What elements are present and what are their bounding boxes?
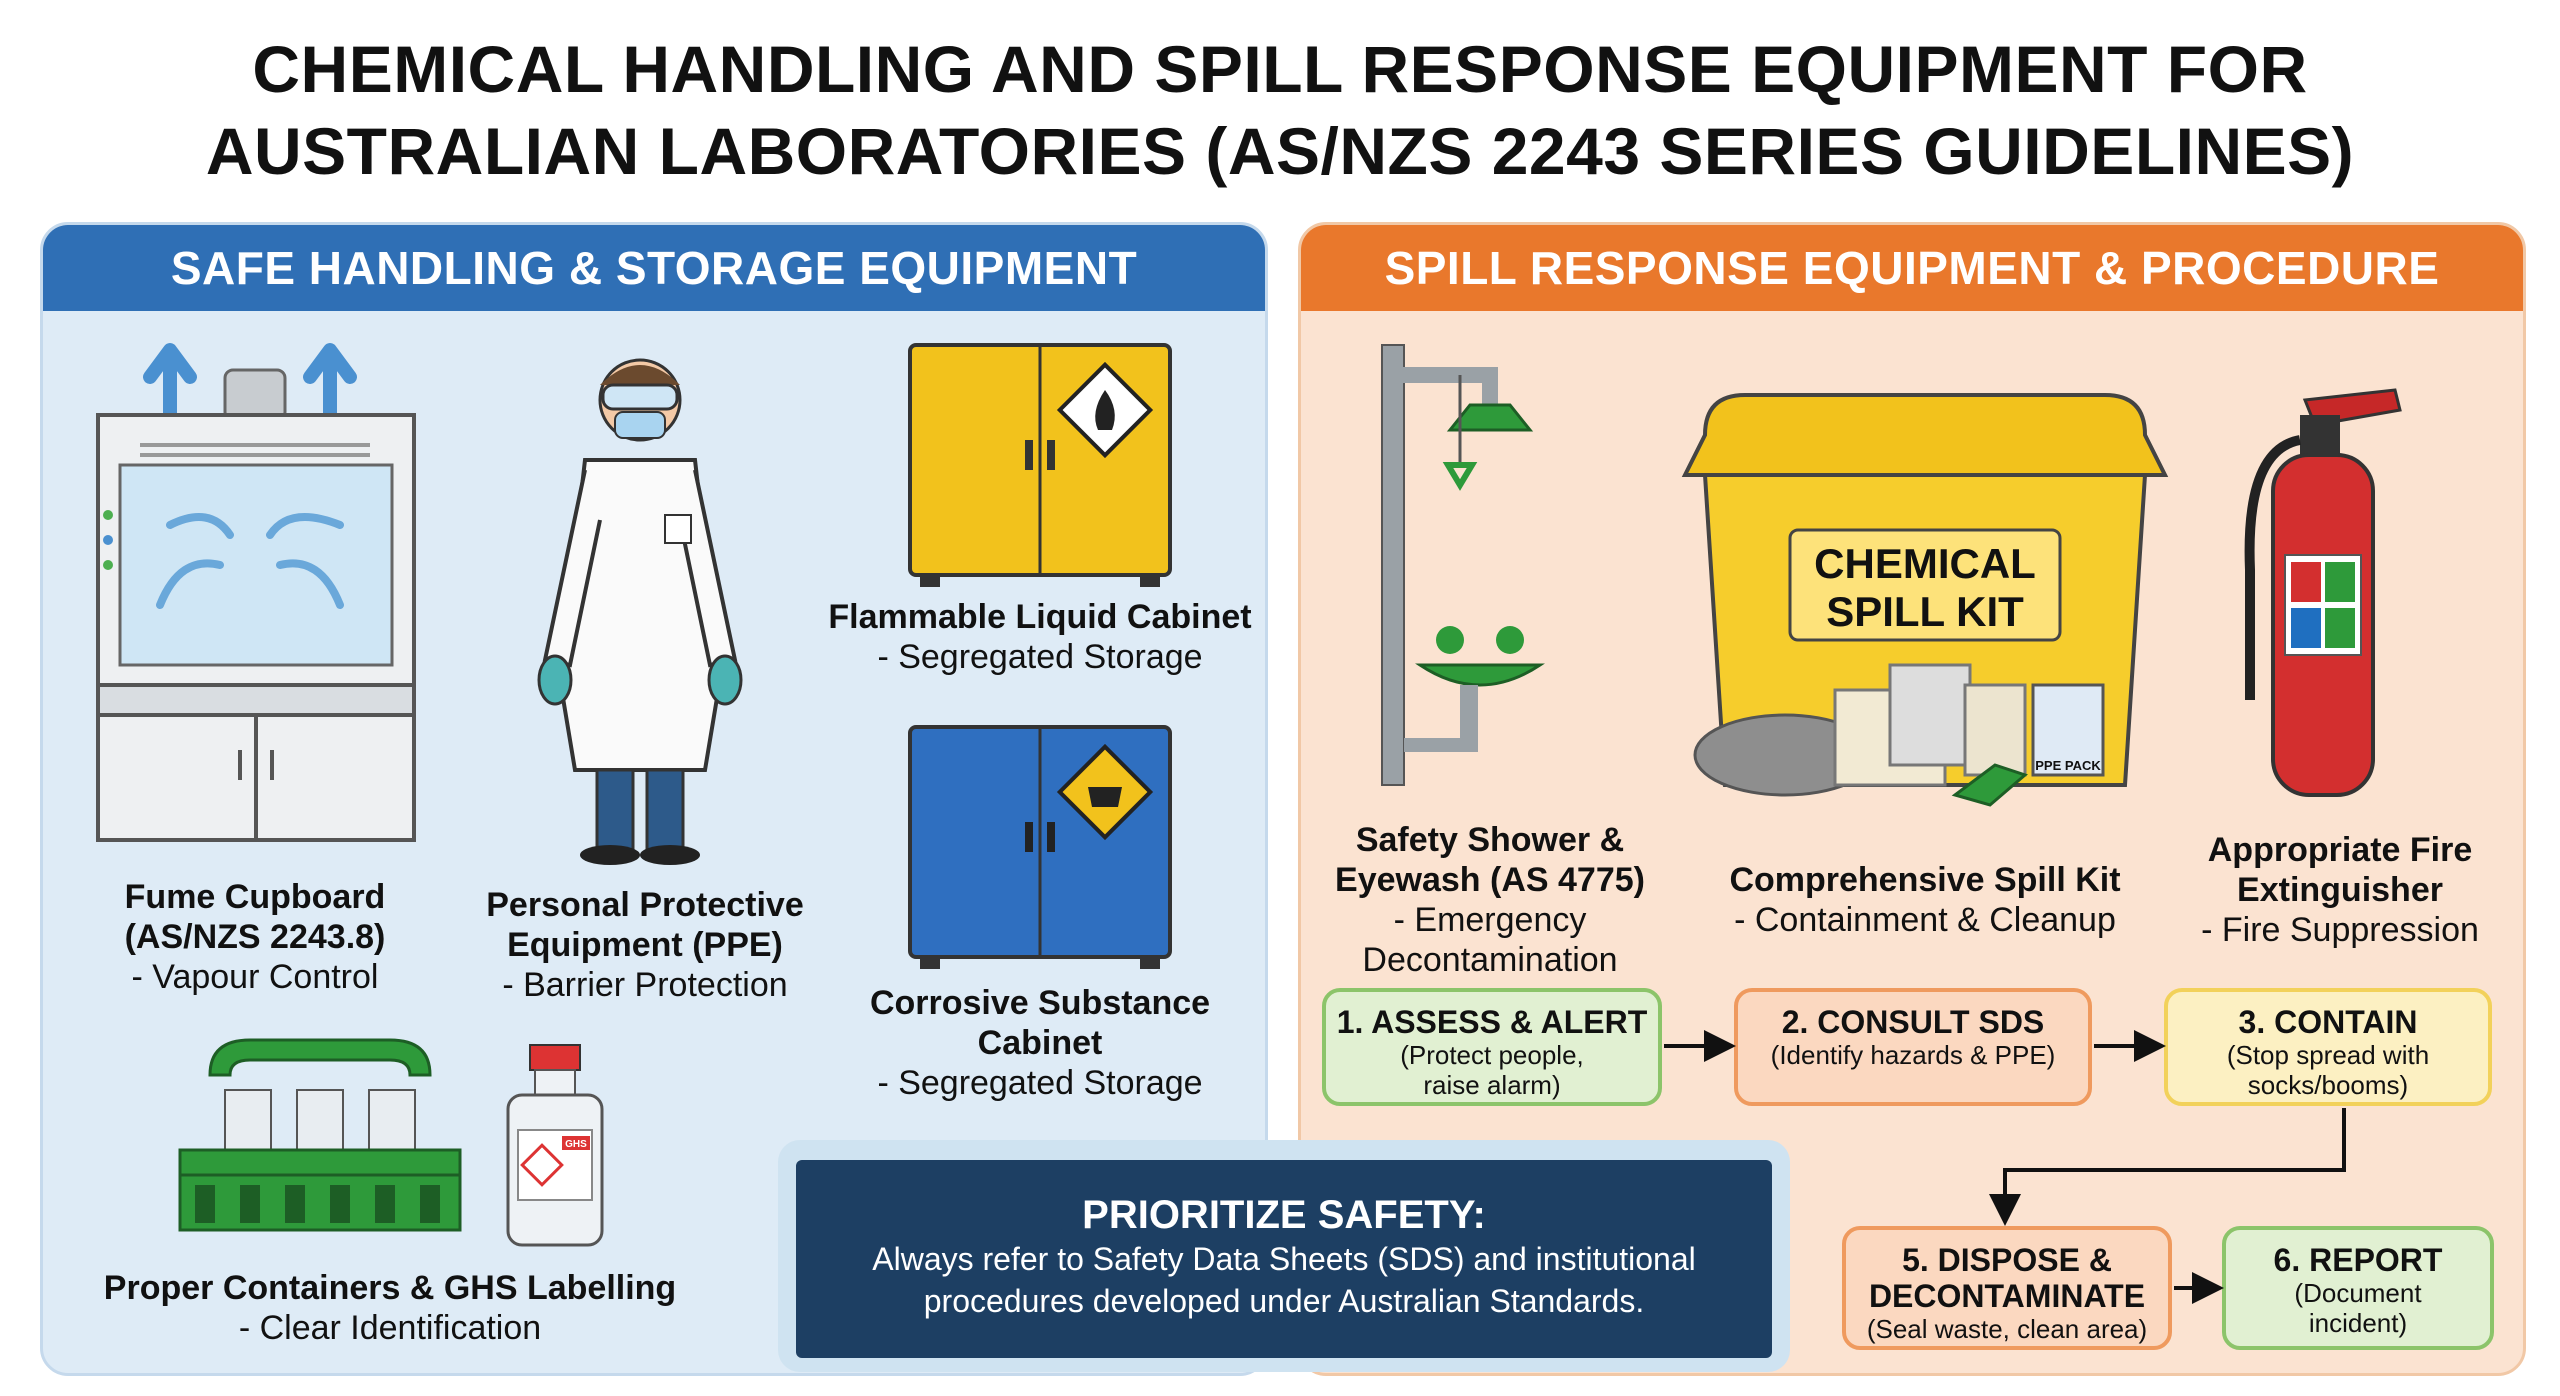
step-6-sub-2: incident) [2308, 1308, 2408, 1338]
left-panel-title: SAFE HANDLING & STORAGE EQUIPMENT [43, 225, 1265, 311]
fume-cupboard-name-2: (AS/NZS 2243.8) [124, 918, 386, 956]
step-2-sub-1: (Identify hazards & PPE) [1770, 1040, 2056, 1070]
fire-extinguisher-desc: - Fire Suppression [2201, 911, 2479, 949]
flammable-cabinet-label: Flammable Liquid Cabinet - Segregated St… [800, 597, 1280, 677]
step-6-sub-1: (Document [2294, 1278, 2422, 1308]
fire-extinguisher-name-1: Appropriate Fire [2207, 831, 2473, 869]
main-title-line-1: CHEMICAL HANDLING AND SPILL RESPONSE EQU… [252, 32, 2308, 106]
step-6-title: 6. REPORT [2273, 1242, 2443, 1278]
right-panel-title: SPILL RESPONSE EQUIPMENT & PROCEDURE [1301, 225, 2523, 311]
safety-shower-desc-2: Decontamination [1362, 941, 1618, 979]
ppe-name-2: Equipment (PPE) [507, 926, 783, 964]
spill-kit-bin-label-1: CHEMICAL [1814, 540, 2036, 587]
corrosive-cabinet-name-2: Cabinet [977, 1024, 1103, 1062]
flammable-cabinet-name: Flammable Liquid Cabinet [828, 598, 1252, 636]
spill-kit-bin-label-2: SPILL KIT [1826, 588, 2024, 635]
step-1-sub-1: (Protect people, [1400, 1040, 1584, 1070]
step-3-title: 3. CONTAIN [2238, 1004, 2418, 1040]
safety-note-line-2: procedures developed under Australian St… [923, 1283, 1645, 1319]
safety-shower-desc-1: - Emergency [1393, 901, 1587, 939]
containers-label: Proper Containers & GHS Labelling - Clea… [80, 1268, 700, 1348]
corrosive-cabinet-name-1: Corrosive Substance [869, 984, 1211, 1022]
spill-kit-bin-icon: PPE PACK [1681, 393, 2169, 807]
containers-name: Proper Containers & GHS Labelling [103, 1269, 677, 1307]
ppe-pack-text: PPE PACK [2035, 758, 2101, 773]
step-1-assess-alert: 1. ASSESS & ALERT (Protect people, raise… [1322, 988, 1662, 1106]
ppe-label: Personal Protective Equipment (PPE) - Ba… [460, 885, 830, 1005]
safety-note: PRIORITIZE SAFETY: Always refer to Safet… [796, 1160, 1772, 1358]
main-title-line-2: AUSTRALIAN LABORATORIES (AS/NZS 2243 SER… [205, 114, 2355, 188]
step-5-title-2: DECONTAMINATE [1868, 1278, 2146, 1314]
safety-shower-name-1: Safety Shower & [1355, 821, 1625, 859]
corrosive-cabinet-icon [908, 725, 1172, 969]
ppe-person-icon [537, 358, 743, 865]
safety-shower-icon [1381, 344, 1545, 786]
procedure-arrows [1664, 1030, 2346, 1304]
safety-note-heading: PRIORITIZE SAFETY: [1082, 1193, 1486, 1237]
flammable-cabinet-icon [908, 343, 1172, 587]
step-3-sub-1: (Stop spread with [2226, 1040, 2430, 1070]
safety-shower-name-2: Eyewash (AS 4775) [1335, 861, 1645, 899]
fire-extinguisher-icon [2244, 388, 2402, 797]
ghs-bottle-text: GHS [565, 1139, 587, 1150]
ppe-name-1: Personal Protective [486, 886, 804, 924]
ppe-desc: - Barrier Protection [502, 966, 788, 1004]
fume-cupboard-desc: - Vapour Control [131, 958, 379, 996]
safety-shower-label: Safety Shower & Eyewash (AS 4775) - Emer… [1300, 820, 1680, 980]
safety-note-line-1: Always refer to Safety Data Sheets (SDS)… [872, 1241, 1696, 1277]
step-5-title-1: 5. DISPOSE & [1902, 1242, 2112, 1278]
corrosive-cabinet-desc: - Segregated Storage [877, 1064, 1203, 1102]
bottle-carrier-icon [178, 1038, 462, 1232]
step-5-sub-1: (Seal waste, clean area) [1866, 1314, 2148, 1344]
fire-extinguisher-label: Appropriate Fire Extinguisher - Fire Sup… [2160, 830, 2520, 950]
step-2-consult-sds: 2. CONSULT SDS (Identify hazards & PPE) [1734, 988, 2092, 1106]
fume-cupboard-label: Fume Cupboard (AS/NZS 2243.8) - Vapour C… [60, 877, 450, 997]
spill-kit-label: Comprehensive Spill Kit - Containment & … [1700, 860, 2150, 940]
fire-extinguisher-name-2: Extinguisher [2237, 871, 2443, 909]
containers-desc: - Clear Identification [238, 1309, 542, 1347]
step-5-dispose-decontaminate: 5. DISPOSE & DECONTAMINATE (Seal waste, … [1842, 1226, 2172, 1350]
spill-kit-bin-label: CHEMICAL SPILL KIT [1790, 540, 2060, 636]
fume-cupboard-icon [96, 343, 416, 842]
step-1-sub-2: raise alarm) [1423, 1070, 1561, 1100]
flammable-cabinet-desc: - Segregated Storage [877, 638, 1203, 676]
fume-cupboard-name-1: Fume Cupboard [124, 878, 386, 916]
step-3-sub-2: socks/booms) [2247, 1070, 2409, 1100]
step-3-contain: 3. CONTAIN (Stop spread with socks/booms… [2164, 988, 2492, 1106]
step-6-report: 6. REPORT (Document incident) [2222, 1226, 2494, 1350]
spill-kit-desc: - Containment & Cleanup [1734, 901, 2116, 939]
corrosive-cabinet-label: Corrosive Substance Cabinet - Segregated… [820, 983, 1260, 1103]
arrow-step3-to-step5 [1989, 1108, 2346, 1226]
step-1-title: 1. ASSESS & ALERT [1336, 1004, 1648, 1040]
spill-kit-name: Comprehensive Spill Kit [1729, 861, 2121, 899]
ghs-bottle-icon: GHS [506, 1044, 604, 1247]
step-2-title: 2. CONSULT SDS [1781, 1004, 2045, 1040]
